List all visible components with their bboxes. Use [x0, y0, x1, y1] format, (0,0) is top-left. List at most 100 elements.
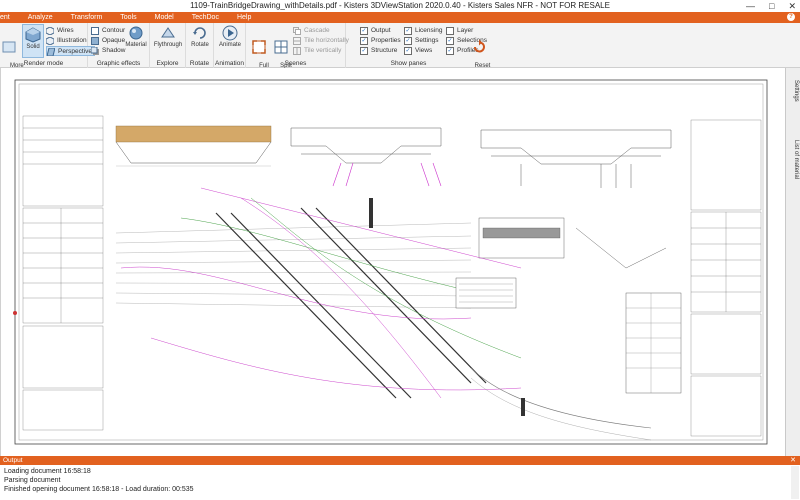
- origin-icon: [2, 41, 16, 53]
- layer-pane-label: Layer: [457, 27, 474, 34]
- rotate-button[interactable]: Rotate: [187, 25, 213, 49]
- rotate-label: Rotate: [191, 42, 209, 48]
- selections-pane-label: Selections: [457, 37, 487, 44]
- output-header: Output ✕: [0, 456, 800, 465]
- reset-icon: [474, 39, 485, 53]
- illustration-icon: [46, 37, 54, 45]
- minimize-button[interactable]: —: [746, 1, 756, 11]
- illustration-label: Illustration: [57, 37, 87, 44]
- tile-vertical-icon: [293, 47, 301, 55]
- animation-group: Animate Animation: [214, 23, 246, 68]
- full-screen-icon: [252, 40, 266, 54]
- solid-label: Solid: [26, 44, 40, 50]
- views-pane-checkbox[interactable]: ✓Views: [404, 46, 432, 56]
- settings-pane-checkbox[interactable]: ✓Settings: [404, 36, 439, 46]
- tile-horizontal-icon: [293, 37, 301, 45]
- shadow-button[interactable]: Shadow: [91, 46, 126, 56]
- tile-horizontally-button[interactable]: Tile horizontally: [293, 36, 349, 46]
- maximize-button[interactable]: □: [769, 1, 775, 11]
- menu-bar: ent Analyze Transform Tools Model TechDo…: [0, 12, 800, 23]
- check-icon: ✓: [446, 37, 454, 45]
- contour-label: Contour: [102, 27, 126, 34]
- output-scrollbar[interactable]: [791, 466, 799, 499]
- contour-icon: [91, 27, 99, 35]
- check-icon: ✓: [404, 47, 412, 55]
- flythrough-icon: [161, 27, 175, 38]
- cascade-button[interactable]: Cascade: [293, 26, 330, 36]
- material-button[interactable]: Material: [124, 25, 148, 49]
- settings-tab[interactable]: Settings: [793, 80, 799, 102]
- check-icon: ✓: [360, 27, 368, 35]
- selections-pane-checkbox[interactable]: ✓Selections: [446, 36, 487, 46]
- contour-button[interactable]: Contour: [91, 26, 125, 36]
- render-mode-label: Render mode: [23, 60, 64, 67]
- play-icon: [222, 25, 238, 41]
- wireframe-icon: [46, 27, 54, 35]
- menu-item-tools[interactable]: Tools: [120, 14, 137, 21]
- perspective-button[interactable]: Perspective: [46, 46, 95, 56]
- profiles-pane-checkbox[interactable]: ✓Profiles: [446, 46, 479, 56]
- opaque-button[interactable]: Opaque: [91, 36, 125, 46]
- output-panel: Output ✕ Loading document 16:58:18 Parsi…: [0, 456, 800, 500]
- menu-item-help[interactable]: Help: [236, 14, 252, 21]
- scenes-group: Full screen Split scene Cascade Tile hor…: [246, 23, 349, 76]
- output-log: Loading document 16:58:18 Parsing docume…: [0, 465, 800, 496]
- menu-item-ent[interactable]: ent: [0, 14, 10, 21]
- window-title: 1109-TrainBridgeDrawing_withDetails.pdf …: [190, 1, 610, 10]
- material-icon: [129, 26, 143, 40]
- cascade-icon: [293, 27, 301, 35]
- check-icon: ✓: [404, 27, 412, 35]
- solid-cube-icon: [25, 27, 41, 43]
- wires-label: Wires: [57, 27, 74, 34]
- licensing-pane-label: Licensing: [415, 27, 443, 34]
- profiles-pane-label: Profiles: [457, 47, 479, 54]
- solid-button[interactable]: Solid: [22, 24, 44, 58]
- structure-pane-label: Structure: [371, 47, 398, 54]
- rotate-group-label: Rotate: [189, 60, 210, 67]
- illustration-button[interactable]: Illustration: [46, 36, 87, 46]
- tile-vertically-button[interactable]: Tile vertically: [293, 46, 341, 56]
- properties-pane-label: Properties: [371, 37, 401, 44]
- flythrough-label: Flythrough: [153, 42, 183, 48]
- drawing-sheet[interactable]: [1, 68, 786, 456]
- flythrough-button[interactable]: Flythrough: [152, 25, 184, 49]
- help-icon[interactable]: ?: [787, 13, 795, 21]
- rotate-group: Rotate Rotate: [186, 23, 214, 68]
- opaque-icon: [91, 37, 99, 45]
- show-panes-label: Show panes: [390, 60, 427, 67]
- shadow-icon: [91, 47, 99, 55]
- layer-pane-checkbox[interactable]: Layer: [446, 26, 473, 36]
- wires-button[interactable]: Wires: [46, 26, 74, 36]
- explore-group: Flythrough Explore: [150, 23, 186, 68]
- structure-pane-checkbox[interactable]: ✓Structure: [360, 46, 397, 56]
- explore-label: Explore: [156, 60, 179, 67]
- check-icon: ✓: [360, 47, 368, 55]
- side-panel: Settings List of material: [785, 68, 800, 456]
- animate-button[interactable]: Animate: [217, 25, 243, 49]
- list-of-material-tab[interactable]: List of material: [793, 140, 799, 180]
- menu-item-analyze[interactable]: Analyze: [27, 14, 53, 21]
- animation-label: Animation: [215, 60, 244, 67]
- licensing-pane-checkbox[interactable]: ✓Licensing: [404, 26, 442, 36]
- animate-label: Animate: [218, 42, 241, 48]
- drawing-canvas[interactable]: [0, 68, 785, 456]
- close-button[interactable]: ✕: [788, 1, 796, 11]
- graphic-effects-group: Contour Opaque Shadow Material Graphic e…: [88, 23, 150, 68]
- log-line: Finished opening document 16:58:18 - Loa…: [4, 486, 194, 493]
- settings-pane-label: Settings: [415, 37, 439, 44]
- log-line: Loading document 16:58:18: [4, 468, 91, 475]
- scenes-label: Scenes: [284, 60, 307, 67]
- menu-item-techdoc[interactable]: TechDoc: [191, 14, 219, 21]
- render-mode-group: More origin Solid Wires Illustration Per…: [0, 23, 95, 76]
- menu-item-model[interactable]: Model: [154, 14, 174, 21]
- opaque-label: Opaque: [102, 37, 126, 44]
- output-title: Output: [3, 457, 23, 464]
- close-output-icon[interactable]: ✕: [790, 457, 796, 464]
- properties-pane-checkbox[interactable]: ✓Properties: [360, 36, 401, 46]
- output-pane-checkbox[interactable]: ✓Output: [360, 26, 391, 36]
- rotate-icon: [193, 27, 206, 39]
- menu-item-transform[interactable]: Transform: [70, 14, 103, 21]
- ribbon: More origin Solid Wires Illustration Per…: [0, 23, 800, 76]
- title-bar: 1109-TrainBridgeDrawing_withDetails.pdf …: [0, 0, 800, 12]
- views-pane-label: Views: [415, 47, 433, 54]
